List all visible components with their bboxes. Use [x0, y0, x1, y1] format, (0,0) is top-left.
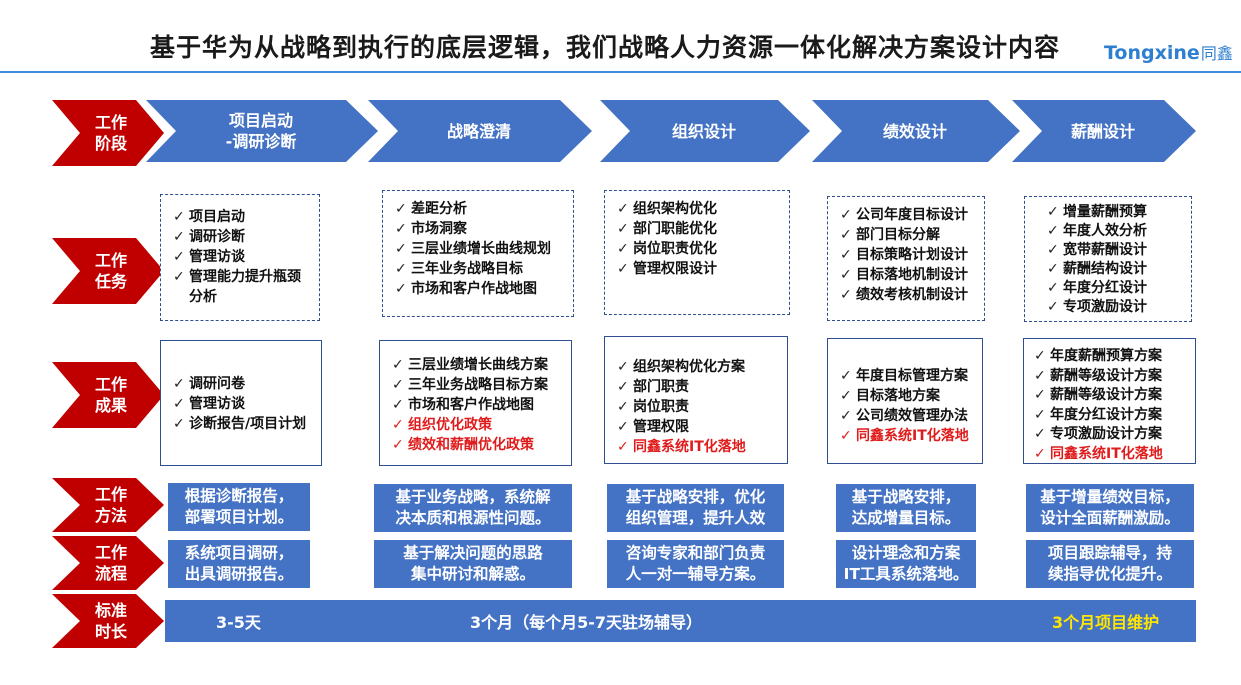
logo-en: Tongxine — [1104, 42, 1200, 64]
list-item: 岗位职责优化 — [617, 239, 779, 259]
list-item: 管理访谈 — [173, 247, 309, 267]
list-item: 诊断报告/项目计划 — [173, 414, 306, 434]
list-item: 管理权限设计 — [617, 259, 779, 279]
list-item: 年度分红设计方案 — [1034, 406, 1185, 426]
page-title: 基于华为从战略到执行的底层逻辑，我们战略人力资源一体化解决方案设计内容 — [150, 33, 1061, 62]
logo-cn: 同鑫 — [1200, 44, 1233, 63]
list-item: 调研问卷 — [173, 374, 306, 394]
list-item: 公司绩效管理办法 — [840, 406, 972, 426]
process-box-strategy: 基于解决问题的思路集中研讨和解惑。 — [374, 540, 572, 588]
stage-label: 项目启动 — [228, 111, 293, 130]
row-label-process: 工作流程 — [52, 536, 164, 590]
row-label-method: 工作方法 — [52, 478, 164, 532]
list-item: 绩效和薪酬优化政策 — [392, 435, 561, 455]
list-item: 专项激励设计 — [1047, 298, 1181, 317]
list-item: 年度薪酬预算方案 — [1034, 347, 1185, 367]
method-box-compensation: 基于增量绩效目标，设计全面薪酬激励。 — [1026, 484, 1194, 532]
process-box-compensation: 项目跟踪辅导，持续指导优化提升。 — [1026, 540, 1194, 588]
list-item: 公司年度目标设计 — [840, 205, 974, 225]
list-item: 专项激励设计方案 — [1034, 425, 1185, 445]
list-item: 绩效考核机制设计 — [840, 285, 974, 305]
list-item: 年度人效分析 — [1047, 222, 1181, 241]
task-box-compensation: 增量薪酬预算 年度人效分析 宽带薪酬设计 薪酬结构设计 年度分红设计 专项激励设… — [1024, 196, 1192, 322]
list-item: 部门职责 — [617, 377, 777, 397]
duration-phase2: 3个月（每个月5-7天驻场辅导） — [470, 613, 703, 632]
list-item: 组织架构优化方案 — [617, 357, 777, 377]
list-item: 目标落地机制设计 — [840, 265, 974, 285]
duration-bar — [165, 600, 1196, 642]
list-item: 宽带薪酬设计 — [1047, 241, 1181, 260]
list-item: 同鑫系统IT化落地 — [617, 437, 777, 457]
row-label-task: 工作任务 — [52, 238, 164, 304]
stage-org-chevron: 组织设计 — [600, 100, 810, 162]
method-box-performance: 基于战略安排，达成增量目标。 — [836, 484, 976, 532]
list-item: 增量薪酬预算 — [1047, 203, 1181, 222]
list-item: 薪酬等级设计方案 — [1034, 367, 1185, 387]
list-item: 管理访谈 — [173, 394, 306, 414]
list-item: 项目启动 — [173, 207, 309, 227]
method-box-kickoff: 根据诊断报告，部署项目计划。 — [168, 483, 310, 531]
list-item: 薪酬等级设计方案 — [1034, 386, 1185, 406]
list-item: 市场和客户作战地图 — [395, 279, 563, 299]
list-item: 三层业绩增长曲线方案 — [392, 355, 561, 375]
list-item: 三年业务战略目标 — [395, 259, 563, 279]
list-item: 三层业绩增长曲线规划 — [395, 239, 563, 259]
task-box-strategy: 差距分析 市场洞察 三层业绩增长曲线规划 三年业务战略目标 市场和客户作战地图 — [382, 190, 574, 317]
task-box-org: 组织架构优化 部门职能优化 岗位职责优化 管理权限设计 — [604, 190, 790, 315]
list-item: 管理权限 — [617, 417, 777, 437]
output-box-strategy: 三层业绩增长曲线方案 三年业务战略目标方案 市场和客户作战地图 组织优化政策 绩… — [379, 340, 572, 466]
process-box-org: 咨询专家和部门负责人一对一辅导方案。 — [607, 540, 784, 588]
stage-kickoff-chevron: 项目启动 -调研诊断 — [146, 100, 378, 162]
task-box-performance: 公司年度目标设计 部门目标分解 目标策略计划设计 目标落地机制设计 绩效考核机制… — [827, 196, 985, 321]
list-item: 年度目标管理方案 — [840, 366, 972, 386]
list-item: 岗位职责 — [617, 397, 777, 417]
list-item: 薪酬结构设计 — [1047, 260, 1181, 279]
method-box-strategy: 基于业务战略，系统解决本质和根源性问题。 — [374, 484, 572, 532]
stage-label: 绩效设计 — [882, 121, 947, 141]
list-item: 市场和客户作战地图 — [392, 395, 561, 415]
stage-performance-chevron: 绩效设计 — [812, 100, 1020, 162]
output-box-org: 组织架构优化方案 部门职责 岗位职责 管理权限 同鑫系统IT化落地 — [604, 336, 788, 464]
list-item: 部门职能优化 — [617, 219, 779, 239]
list-item: 管理能力提升瓶颈分析 — [173, 267, 309, 307]
list-item: 组织架构优化 — [617, 199, 779, 219]
stage-label: 战略澄清 — [446, 121, 511, 141]
stage-sublabel: -调研诊断 — [225, 132, 297, 151]
list-item: 调研诊断 — [173, 227, 309, 247]
output-box-kickoff: 调研问卷 管理访谈 诊断报告/项目计划 — [160, 340, 322, 466]
list-item: 年度分红设计 — [1047, 279, 1181, 298]
duration-phase3: 3个月项目维护 — [1052, 613, 1160, 632]
method-box-org: 基于战略安排，优化组织管理，提升人效 — [607, 484, 784, 532]
row-label-output: 工作成果 — [52, 362, 164, 428]
header-divider — [0, 71, 1241, 73]
list-item: 目标落地方案 — [840, 386, 972, 406]
row-label-stage: 工作阶段 — [52, 100, 164, 166]
output-box-compensation: 年度薪酬预算方案 薪酬等级设计方案 薪酬等级设计方案 年度分红设计方案 专项激励… — [1023, 338, 1196, 464]
stage-strategy-chevron: 战略澄清 — [368, 100, 592, 162]
list-item: 市场洞察 — [395, 219, 563, 239]
stage-compensation-chevron: 薪酬设计 — [1012, 100, 1196, 162]
row-label-duration: 标准时长 — [52, 594, 164, 648]
output-box-performance: 年度目标管理方案 目标落地方案 公司绩效管理办法 同鑫系统IT化落地 — [827, 338, 983, 464]
company-logo: Tongxine同鑫 — [1104, 40, 1233, 64]
list-item: 组织优化政策 — [392, 415, 561, 435]
list-item: 同鑫系统IT化落地 — [840, 426, 972, 446]
list-item: 差距分析 — [395, 199, 563, 219]
process-box-kickoff: 系统项目调研，出具调研报告。 — [168, 540, 310, 588]
task-box-kickoff: 项目启动 调研诊断 管理访谈 管理能力提升瓶颈分析 — [160, 194, 320, 321]
stage-label: 薪酬设计 — [1070, 121, 1135, 141]
duration-phase1: 3-5天 — [216, 613, 261, 632]
list-item: 目标策略计划设计 — [840, 245, 974, 265]
stage-label: 组织设计 — [671, 121, 736, 141]
list-item: 同鑫系统IT化落地 — [1034, 445, 1185, 465]
list-item: 部门目标分解 — [840, 225, 974, 245]
list-item: 三年业务战略目标方案 — [392, 375, 561, 395]
